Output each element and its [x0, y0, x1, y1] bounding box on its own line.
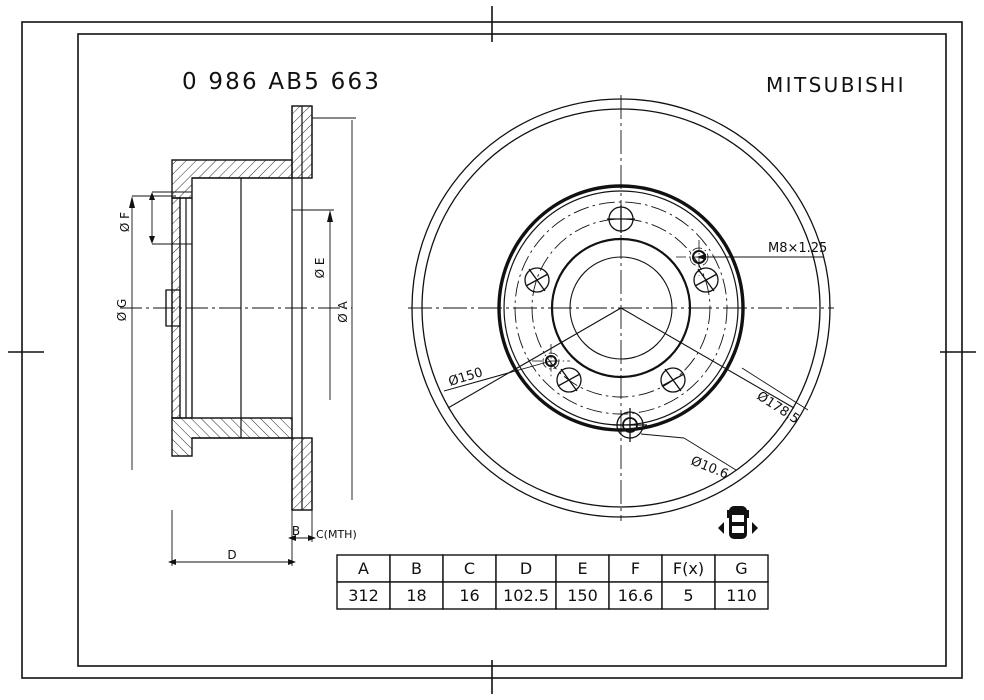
thread-holes-m8	[532, 240, 724, 378]
car-rear-axle-icon	[718, 506, 758, 539]
table-header-d: D	[520, 559, 532, 578]
table-value-b: 18	[406, 586, 426, 605]
table-value-d: 102.5	[503, 586, 549, 605]
table-value-f-cell	[608, 581, 663, 610]
table-value-g: 110	[726, 586, 757, 605]
table-header-a: A	[358, 559, 369, 578]
section-hat-lower	[171, 417, 293, 457]
callout-hole-dia: Ø10.6	[689, 454, 731, 483]
table-header-e: E	[577, 559, 587, 578]
table-value-d-cell	[495, 581, 557, 610]
callout-thread: M8×1.25	[768, 241, 827, 256]
table-header-c: C	[464, 559, 475, 578]
label-d: D	[227, 548, 236, 562]
table-header-f: F	[631, 559, 640, 578]
table-value-g-cell	[714, 581, 769, 610]
table-header-f-cell	[608, 554, 663, 583]
label-c-mth: C(MTH)	[316, 528, 357, 541]
face-spoke-lines	[447, 307, 795, 409]
label-b: B	[292, 524, 300, 538]
label-dia-g: Ø G	[115, 299, 129, 322]
table-header-g: G	[735, 559, 747, 578]
table-header-fx: F(x)	[673, 559, 704, 578]
table-header-b: B	[411, 559, 422, 578]
label-dia-a: Ø A	[336, 300, 350, 322]
label-dia-f: Ø F	[118, 212, 132, 232]
table-value-f: 16.6	[618, 586, 654, 605]
table-value-e: 150	[567, 586, 598, 605]
table-value-b-cell	[389, 581, 444, 610]
table-value-c: 16	[459, 586, 479, 605]
face-leader-lines	[443, 254, 824, 471]
section-dimensions	[129, 117, 356, 566]
table-value-fx: 5	[683, 586, 693, 605]
table-header-e-cell	[555, 554, 610, 583]
table-value-a-cell	[336, 581, 391, 610]
table-value-c-cell	[442, 581, 497, 610]
callout-bolt-circle: Ø150	[447, 365, 485, 390]
cross-section-view: Ø F Ø G Ø E Ø A B C(MTH) D	[115, 105, 357, 566]
table-value-a: 312	[348, 586, 379, 605]
registration-marks	[8, 6, 976, 694]
dimension-table: A B C D E F F(x) G 312 18 16 102.5 150 16.6 5 110	[336, 554, 769, 610]
rotor-face-view: M8×1.25 Ø150 Ø178.5 Ø10.6	[408, 95, 834, 521]
manufacturer-name: MITSUBISHI	[766, 73, 906, 97]
table-value-fx-cell	[661, 581, 716, 610]
lug-holes	[524, 205, 719, 442]
label-dia-e: Ø E	[313, 258, 327, 279]
callout-hub-outer: Ø178.5	[754, 389, 802, 427]
part-number: 0 986 AB5 663	[182, 69, 381, 95]
